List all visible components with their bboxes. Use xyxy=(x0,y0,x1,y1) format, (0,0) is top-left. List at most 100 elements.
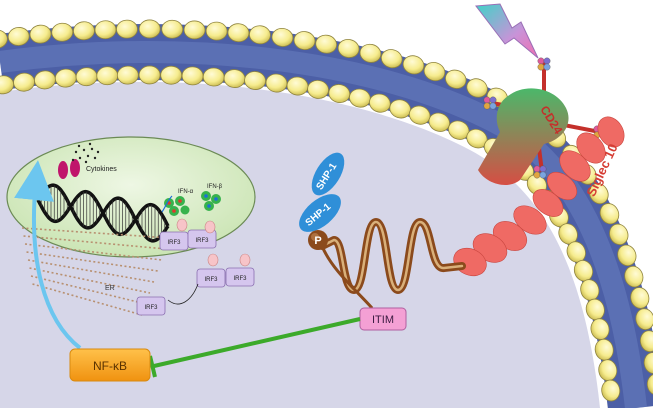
ifn-alpha-label: IFN-α xyxy=(178,189,194,195)
er-membrane-line xyxy=(24,243,163,261)
glycan-sugar xyxy=(543,57,551,65)
phospholipid-head xyxy=(423,62,446,82)
irf3-label: IRF3 xyxy=(144,305,158,311)
phospholipid-head xyxy=(445,69,467,89)
nucleus xyxy=(6,136,256,258)
siglec10-domain xyxy=(559,150,591,182)
cytokine-dot xyxy=(86,154,90,158)
phospholipid-head xyxy=(307,79,329,99)
membrane-core xyxy=(0,23,653,408)
siglec10-domain xyxy=(532,189,564,217)
cd24-receptor: CD24 xyxy=(478,62,601,185)
cytokines-label: Cytokines xyxy=(86,166,117,173)
glycan-sugar xyxy=(483,102,491,110)
phospholipid-head xyxy=(271,28,294,47)
phospholipid-head xyxy=(293,31,316,51)
phospholipid-head xyxy=(624,265,644,288)
er-membrane-line xyxy=(23,235,167,250)
glycan-sugar xyxy=(539,171,547,179)
phospholipid-head xyxy=(244,71,266,90)
cytokine-dot xyxy=(96,150,100,154)
phospholipid-head xyxy=(249,25,271,45)
glycan-icon xyxy=(483,57,607,179)
glycan-sugar xyxy=(533,165,541,173)
itim-label: ITIM xyxy=(372,314,394,326)
nfkb-activation-arrow xyxy=(14,160,82,350)
irf3-dimer-cytoplasm: IRF3 IRF3 xyxy=(196,253,255,288)
glycan-sugar xyxy=(483,96,491,104)
er-label: ER xyxy=(105,285,115,292)
phospholipid-head xyxy=(380,49,403,69)
siglec10-domain xyxy=(513,205,547,235)
glycan-sugar xyxy=(543,63,551,71)
phospholipid-head xyxy=(181,66,204,86)
dna-helix-icon xyxy=(36,183,170,243)
phospholipid-head xyxy=(138,65,161,85)
phospholipid-head xyxy=(617,244,637,267)
ifn-alpha-cluster xyxy=(164,196,190,216)
inhibition-arrow xyxy=(148,317,361,378)
phospholipid-head xyxy=(639,330,653,353)
siglec10-domain xyxy=(597,116,625,148)
pore-icon xyxy=(58,159,80,179)
phospholipid-head xyxy=(643,352,653,374)
phospho-site: P xyxy=(308,230,328,250)
phospholipid-head xyxy=(635,308,653,330)
cytokine-dot xyxy=(78,156,82,160)
phospholipid-head xyxy=(160,65,183,85)
phospholipid-head xyxy=(646,373,653,396)
glycan-sugar xyxy=(537,63,545,71)
glycan-sugar xyxy=(489,96,497,104)
phospholipid-head xyxy=(116,65,139,85)
itim-box: ITIM xyxy=(359,307,407,331)
phospholipid-head xyxy=(138,19,161,39)
phospholipid-head xyxy=(359,43,382,63)
itim-connector xyxy=(320,245,374,309)
glycan-sugar xyxy=(539,165,547,173)
ifn-beta-cluster xyxy=(201,191,221,211)
ifn-arrow xyxy=(161,195,173,213)
phospholipid-head xyxy=(599,203,620,225)
irf3-monomer: IRF3 xyxy=(136,296,166,316)
cytokine-dot xyxy=(88,142,92,146)
phospholipid-head xyxy=(96,66,119,86)
er-membrane-line xyxy=(30,275,147,305)
glycan-sugar xyxy=(537,57,545,65)
phospholipid-head xyxy=(466,78,488,98)
cytokine-particles xyxy=(71,142,100,164)
phospholipid-head xyxy=(630,287,650,309)
phospholipid-head xyxy=(227,23,250,43)
phospholipid-head xyxy=(337,39,360,58)
cytokine-dot xyxy=(74,150,78,154)
er-membrane-line xyxy=(27,259,155,283)
nfkb-label: NF-κB xyxy=(93,359,127,373)
phospholipid-head xyxy=(51,22,74,42)
phospholipid-head xyxy=(73,21,95,41)
irf3-label: IRF3 xyxy=(167,240,181,246)
phospholipid-head xyxy=(161,19,184,39)
phospholipid-head xyxy=(183,20,206,40)
irf3-dimer-nuclear: IRF3 IRF3 xyxy=(159,218,217,251)
phospho-label: P xyxy=(314,235,321,247)
er-membrane-line xyxy=(32,283,143,316)
phospholipid-head xyxy=(402,55,425,75)
phospholipid-head xyxy=(315,34,338,54)
phospholipid-head xyxy=(94,20,117,40)
endoplasmic-reticulum xyxy=(21,227,171,316)
irf3-label: IRF3 xyxy=(195,238,209,244)
phospholipid-head xyxy=(589,183,609,205)
cytokine-dot xyxy=(84,160,88,164)
phospholipid-head xyxy=(205,21,228,41)
cytokine-dot xyxy=(77,144,81,148)
phospholipid-head xyxy=(609,223,629,246)
membrane-core-highlight xyxy=(0,40,647,408)
irf3-label: IRF3 xyxy=(233,276,247,282)
cytokine-dot xyxy=(93,156,97,160)
cytokine-dot xyxy=(82,148,86,152)
glycan-sugar xyxy=(489,102,497,110)
lightning-bolt-icon xyxy=(475,3,539,59)
ifn-beta-label: IFN-β xyxy=(207,184,223,190)
irf3-label: IRF3 xyxy=(204,277,218,283)
irf3-link xyxy=(167,283,199,305)
